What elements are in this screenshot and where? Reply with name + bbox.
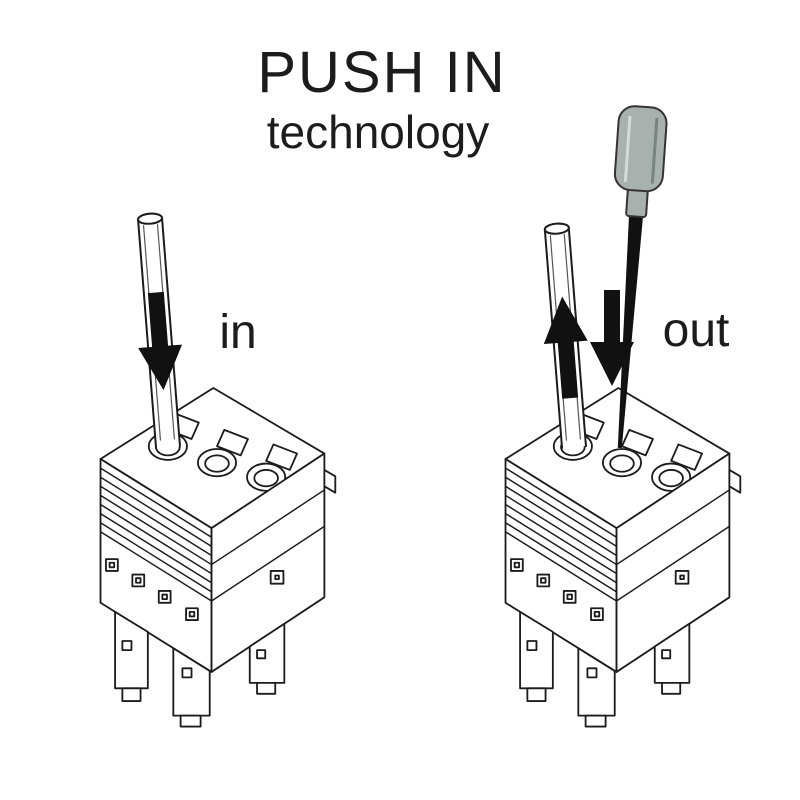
screwdriver-shaft [617, 216, 643, 449]
arrow-up-icon [543, 296, 588, 399]
connector-illustration-left [99, 387, 337, 728]
label-in: in [219, 306, 256, 359]
screwdriver-handle [613, 105, 668, 193]
screwdriver [613, 105, 668, 449]
wire-right [543, 222, 588, 449]
page-subtitle: technology [267, 106, 490, 158]
wire-left [137, 212, 183, 449]
page-title: PUSH IN [257, 40, 506, 105]
arrow-down-icon [138, 291, 183, 391]
connector-illustration-right [504, 387, 742, 728]
label-out: out [663, 304, 730, 357]
arrow-down-icon [590, 290, 634, 386]
